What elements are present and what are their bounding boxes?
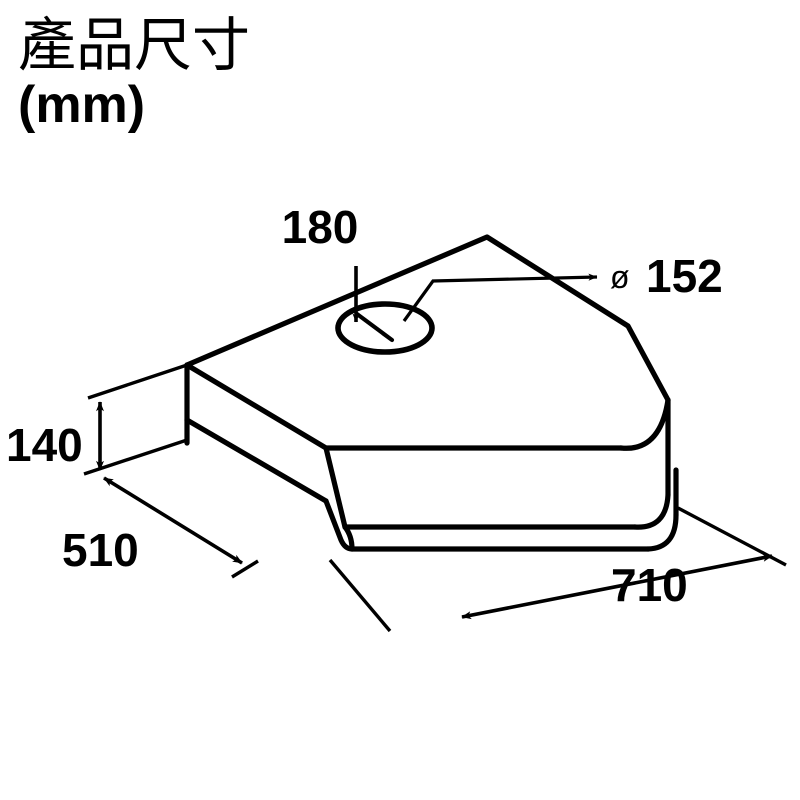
height-upper-extension-line xyxy=(87,363,188,400)
height-label: 140 xyxy=(6,419,83,471)
depth-label: 510 xyxy=(62,524,139,576)
title-unit: (mm) xyxy=(18,76,146,135)
dimension-depth: 510 xyxy=(62,476,259,579)
hood-left-end-lower-edge xyxy=(184,417,329,504)
width-dimension-line xyxy=(461,553,773,620)
vent-offset-label: 180 xyxy=(282,201,359,253)
width-label: 710 xyxy=(611,559,688,611)
title-heading: 產品尺寸 xyxy=(18,11,251,79)
hood-top-face xyxy=(184,234,671,403)
hood-bottom-band-right-lower-corner xyxy=(645,512,679,552)
dimension-width: 710 xyxy=(328,506,787,633)
dimension-vent-diameter: ø 152 xyxy=(402,250,723,322)
hood-right-end-slope xyxy=(618,397,671,451)
depth-far-extension-line xyxy=(231,559,259,579)
width-left-extension-line xyxy=(328,558,392,633)
hood-top-front-ridge xyxy=(184,362,624,451)
vent-diameter-label: 152 xyxy=(646,250,723,302)
hood-bottom-band-right-corner xyxy=(632,492,671,530)
page-title: 產品尺寸 (mm) xyxy=(18,11,438,135)
vent-diameter-leader-line xyxy=(402,273,598,322)
diameter-symbol: ø xyxy=(610,259,630,295)
vent-centre-tick xyxy=(354,311,395,343)
hood-front-left-fillet xyxy=(342,524,355,552)
hood-front-slope-left-edge xyxy=(323,445,348,530)
depth-dimension-line xyxy=(103,476,243,565)
dimension-height: 140 xyxy=(6,363,188,476)
dimension-vent-offset: 180 xyxy=(282,201,360,323)
vent-hole-ellipse xyxy=(335,301,435,355)
range-hood-body xyxy=(184,234,679,552)
